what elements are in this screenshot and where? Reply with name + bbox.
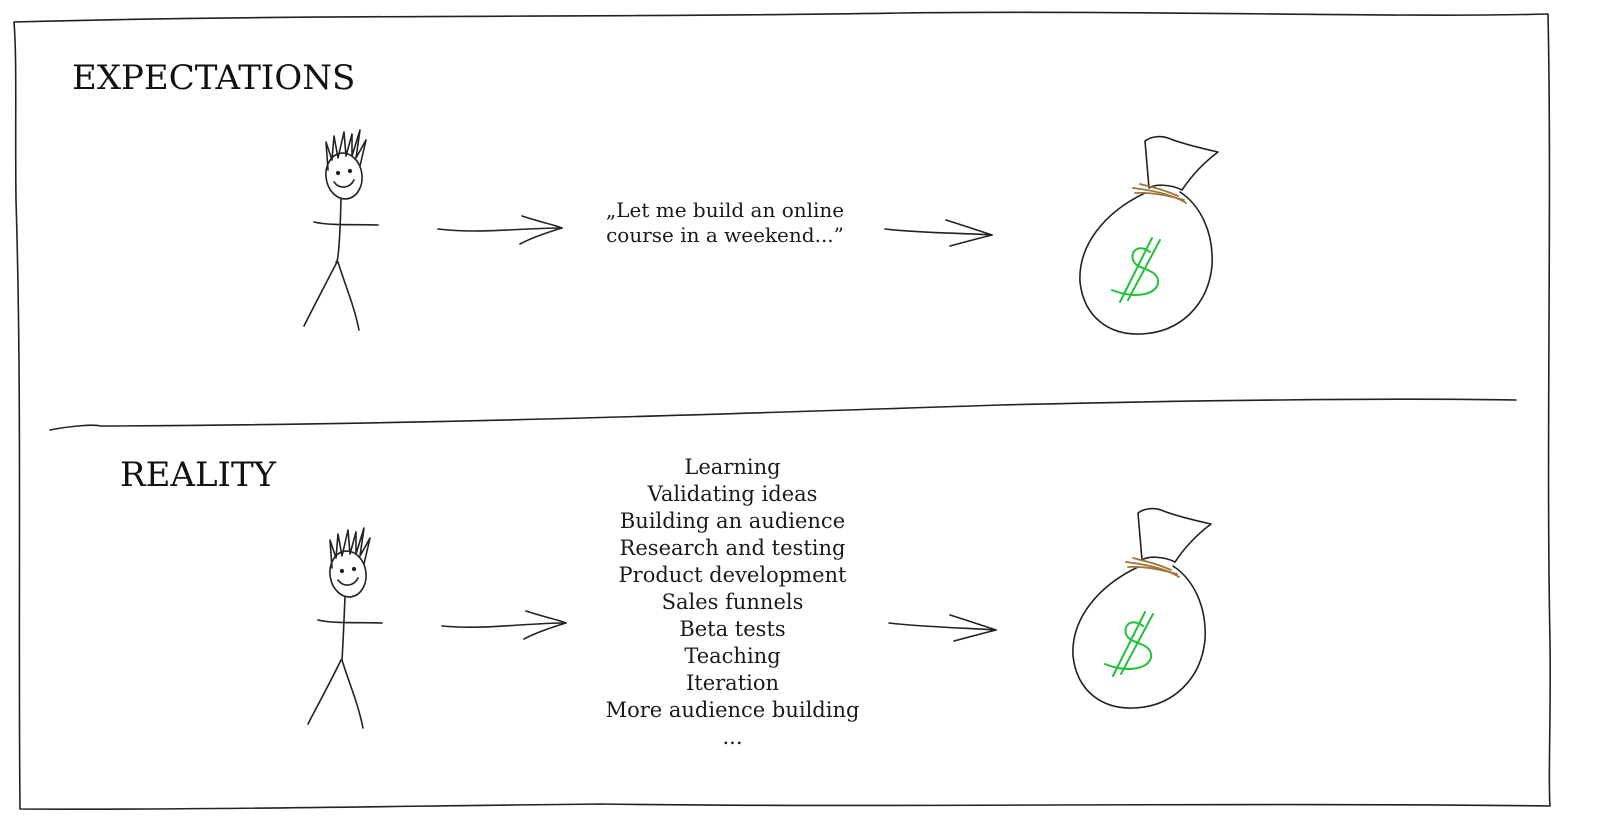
stick-figure-icon bbox=[304, 130, 378, 330]
section-divider bbox=[50, 399, 1516, 430]
reality-task-list: Learning Validating ideas Building an au… bbox=[560, 454, 905, 751]
dollar-sign-icon bbox=[1105, 612, 1153, 676]
expectations-heading: EXPECTATIONS bbox=[72, 58, 355, 98]
arrow-right-icon bbox=[889, 615, 996, 641]
quote-line: course in a weekend...” bbox=[560, 223, 890, 248]
task-item: Beta tests bbox=[560, 616, 905, 643]
dollar-sign-icon bbox=[1112, 238, 1160, 302]
task-item: Validating ideas bbox=[560, 481, 905, 508]
task-item: ... bbox=[560, 724, 905, 751]
reality-heading: REALITY bbox=[120, 455, 276, 495]
task-item: Research and testing bbox=[560, 535, 905, 562]
money-bag-icon bbox=[1073, 509, 1211, 708]
task-item: Sales funnels bbox=[560, 589, 905, 616]
quote-line: „Let me build an online bbox=[560, 198, 890, 223]
arrow-right-icon bbox=[438, 216, 562, 244]
expectations-quote: „Let me build an online course in a week… bbox=[560, 198, 890, 248]
task-item: Learning bbox=[560, 454, 905, 481]
task-item: Iteration bbox=[560, 670, 905, 697]
task-item: Product development bbox=[560, 562, 905, 589]
money-bag-icon bbox=[1080, 137, 1218, 334]
task-item: Building an audience bbox=[560, 508, 905, 535]
stick-figure-icon bbox=[308, 528, 382, 728]
task-item: More audience building bbox=[560, 697, 905, 724]
arrow-right-icon bbox=[885, 220, 992, 246]
task-item: Teaching bbox=[560, 643, 905, 670]
arrow-right-icon bbox=[442, 611, 566, 639]
